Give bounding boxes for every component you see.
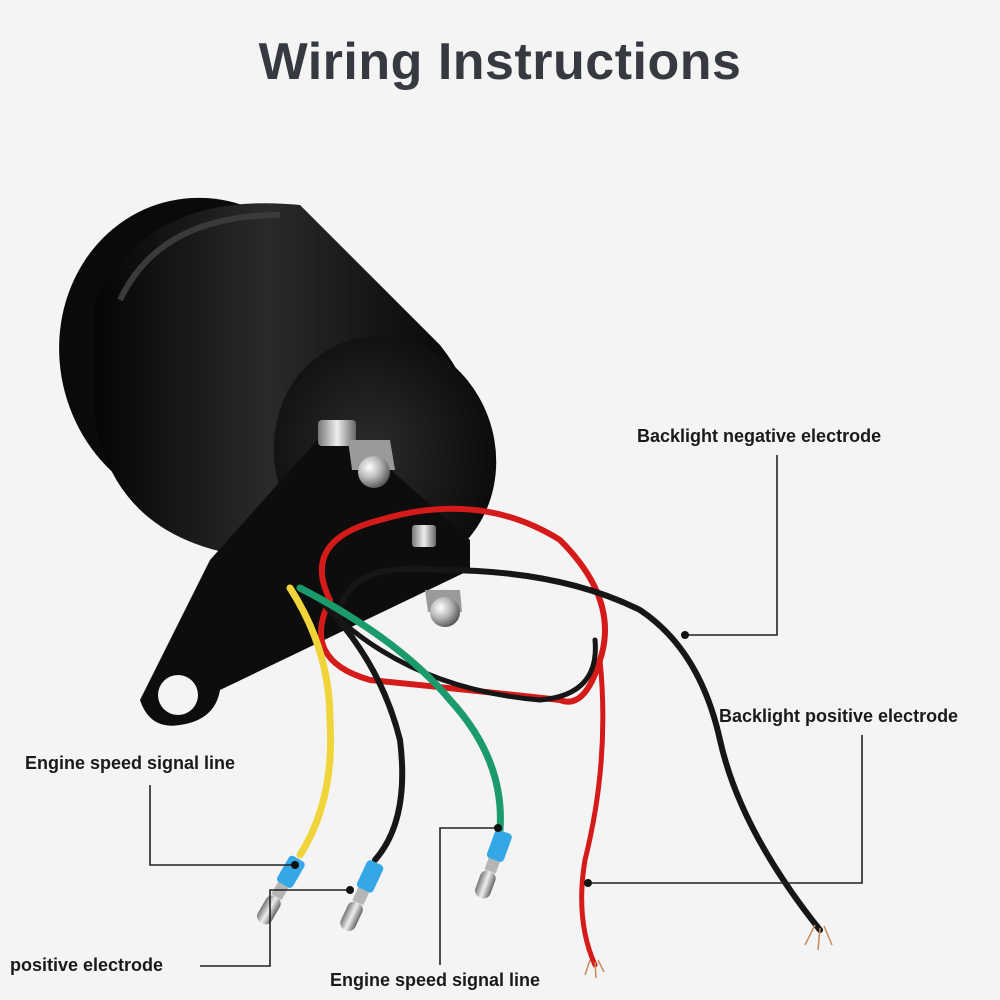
leader-backlight-positive: [588, 735, 863, 884]
green-wire: [296, 584, 504, 834]
label-engine-speed-signal-1: Engine speed signal line: [25, 753, 236, 773]
label-backlight-positive: Backlight positive electrode: [719, 706, 959, 726]
red-wire-loop: [318, 505, 608, 705]
green-connector: [475, 829, 512, 899]
page-title: Wiring Instructions: [258, 33, 742, 91]
mounting-bracket: [140, 420, 470, 726]
stripped-wire-ends: [584, 924, 833, 979]
yellow-wire: [286, 584, 335, 859]
leader-engine-speed-1: [149, 785, 295, 866]
leader-engine-speed-2: [439, 827, 498, 965]
leader-backlight-negative: [685, 455, 778, 636]
leader-lines: [149, 455, 863, 967]
label-engine-speed-signal-2: Engine speed signal line: [330, 970, 541, 990]
red-wire: [579, 657, 606, 968]
black-connector: [340, 860, 384, 931]
leader-positive-electrode: [200, 889, 350, 967]
leader-dots: [291, 631, 689, 894]
connectors: [257, 829, 833, 979]
label-positive-electrode: positive electrode: [10, 955, 164, 975]
black-wire-positive: [317, 597, 406, 863]
wires: [286, 505, 823, 968]
black-wire-backlight: [337, 565, 823, 933]
mounting-bolts: [318, 420, 462, 627]
label-backlight-negative: Backlight negative electrode: [637, 426, 882, 446]
